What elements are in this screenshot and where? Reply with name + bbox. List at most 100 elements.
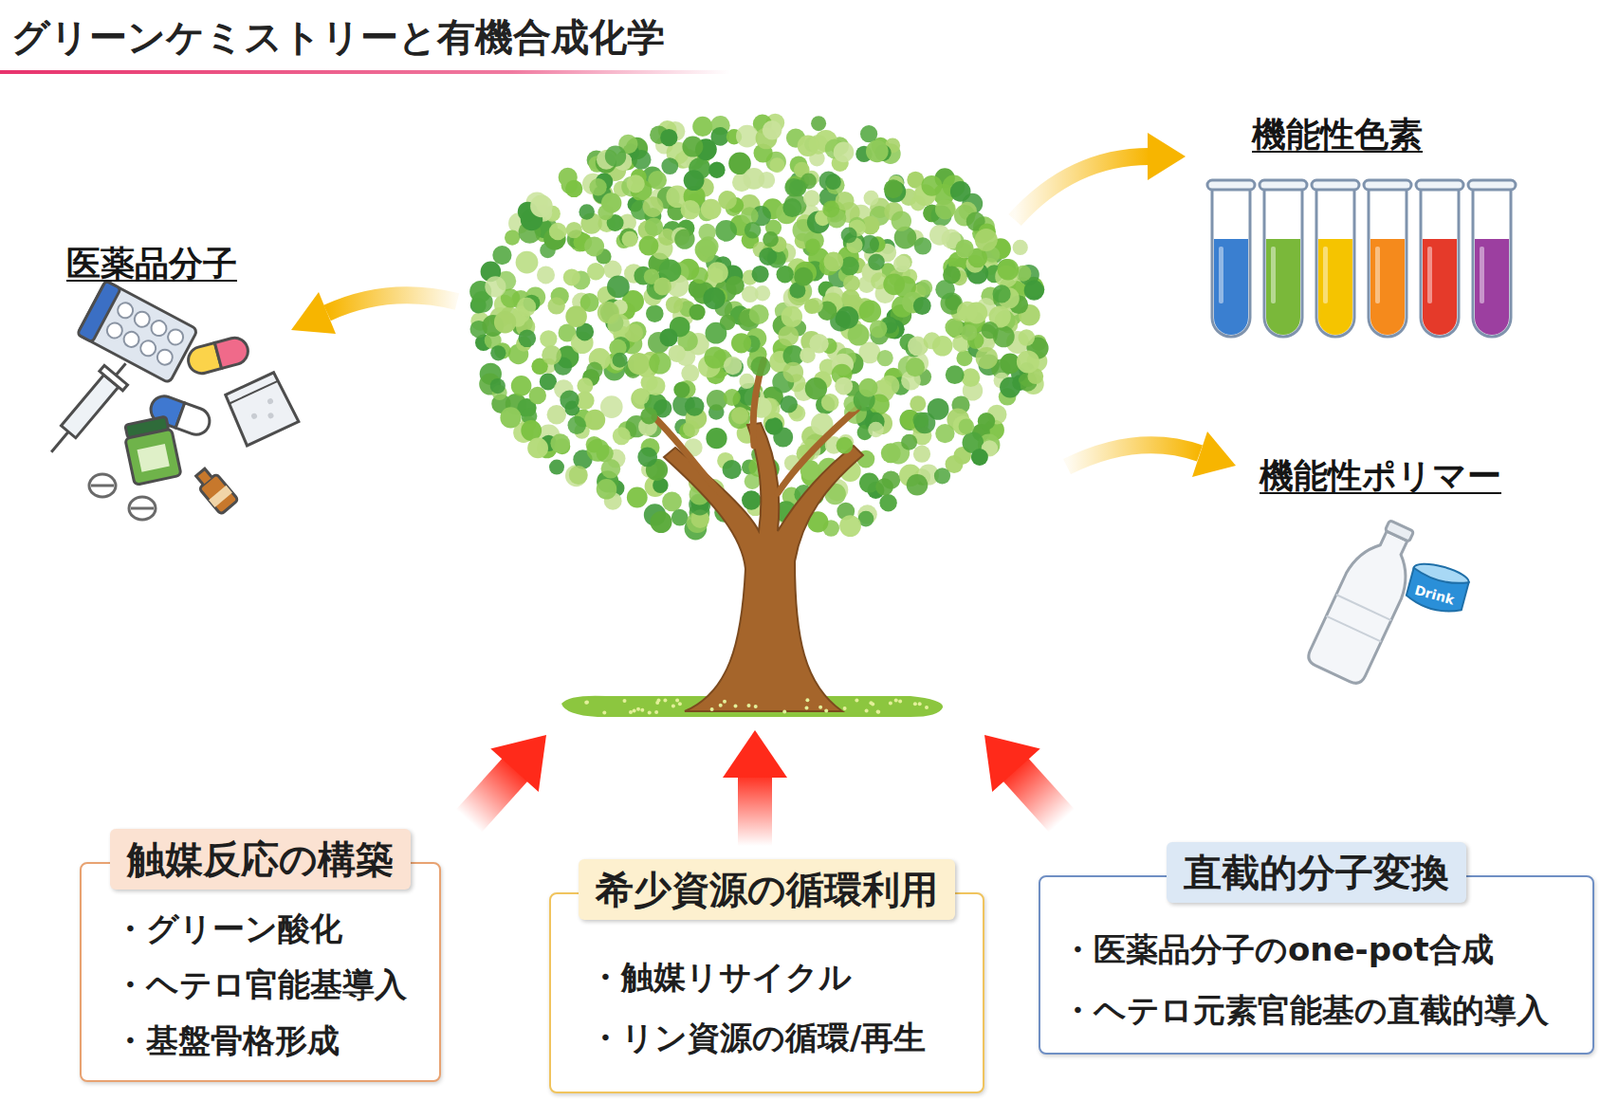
leaf — [776, 265, 794, 283]
leaf — [484, 275, 506, 297]
leaf — [860, 125, 878, 143]
ground-dot — [894, 698, 899, 703]
ground-dot — [913, 701, 918, 706]
leaf — [1012, 239, 1029, 256]
leaf — [893, 255, 911, 273]
leaf — [516, 297, 536, 317]
leaf — [680, 200, 701, 221]
leaf — [723, 388, 741, 406]
leaf — [671, 509, 689, 527]
tube-shine — [1375, 246, 1380, 304]
leaf — [587, 262, 605, 280]
leaf — [804, 298, 820, 314]
leaf — [735, 125, 759, 148]
test-tubes — [1207, 180, 1516, 337]
leaf — [981, 321, 999, 339]
ground-dot — [657, 698, 662, 703]
leaf — [499, 406, 521, 428]
bullet-text: ・医薬品分子のone-pot合成 — [1061, 919, 1572, 980]
leaf — [961, 367, 981, 387]
leaf — [586, 362, 603, 379]
leaf — [867, 422, 884, 439]
leaf — [875, 478, 894, 497]
leaf — [723, 356, 742, 375]
leaf — [684, 396, 705, 417]
leaf — [762, 120, 783, 141]
leaf — [879, 375, 900, 396]
leaf — [689, 304, 706, 321]
leaf — [626, 174, 645, 193]
leaf — [974, 228, 998, 252]
leaf — [683, 169, 705, 191]
output-arrows — [291, 132, 1236, 478]
ground-dot — [782, 709, 787, 714]
tube-liquid — [1213, 239, 1249, 335]
leaf — [565, 305, 588, 328]
leaf — [569, 465, 589, 485]
leaf — [977, 412, 995, 430]
leaf — [823, 251, 844, 272]
ground-dot — [805, 698, 810, 702]
leaf — [550, 433, 571, 454]
leaf — [650, 511, 673, 534]
leaf — [752, 265, 770, 283]
output-label: 機能性色素 — [1251, 111, 1423, 159]
ground-dot — [734, 703, 738, 708]
leaf — [975, 347, 998, 369]
leaf — [841, 289, 860, 308]
leaf — [662, 492, 682, 513]
leaf — [909, 395, 926, 412]
leaf — [565, 180, 583, 198]
tube-shine — [1270, 246, 1276, 304]
ground-dots — [584, 698, 929, 715]
leaf — [803, 189, 821, 207]
leaf — [741, 490, 761, 510]
leaf — [839, 514, 862, 537]
leaf — [997, 258, 1020, 281]
leaf — [778, 325, 800, 347]
tube-rim — [1416, 180, 1464, 190]
leaf — [660, 128, 678, 147]
bullet-text: ・基盤骨格形成 — [113, 1012, 419, 1069]
leaf — [705, 322, 728, 345]
ground-dot — [824, 709, 828, 714]
leaf — [529, 386, 547, 405]
leaf — [584, 236, 605, 257]
tube-shine — [1323, 246, 1328, 304]
leaf — [715, 220, 737, 242]
leaf — [882, 273, 905, 295]
leaf — [578, 203, 595, 221]
ground-dot — [876, 710, 881, 715]
leaf — [674, 228, 695, 249]
box-heading: 希少資源の循環利用 — [578, 859, 956, 920]
leaf — [731, 332, 752, 353]
leaf — [626, 487, 648, 509]
leaf — [536, 265, 555, 284]
tube-glass — [1264, 187, 1303, 337]
leaf — [913, 445, 931, 463]
leaf — [597, 204, 614, 221]
leaf — [793, 267, 813, 287]
leaf — [680, 364, 699, 383]
ground-dot — [623, 698, 627, 703]
leaf — [725, 275, 745, 295]
leaf — [809, 333, 828, 353]
ground-dot — [584, 700, 589, 705]
leaf — [530, 195, 553, 219]
leaf — [784, 178, 803, 197]
ground-dot — [675, 698, 680, 703]
leaf — [769, 157, 785, 173]
leaf — [859, 378, 879, 398]
ground-dot — [854, 698, 859, 702]
leaf — [645, 304, 664, 323]
leaf — [515, 251, 539, 275]
leaf — [539, 330, 557, 348]
leaf — [722, 459, 742, 479]
leaf — [906, 474, 929, 497]
leaf — [587, 439, 610, 462]
tube-liquid — [1422, 239, 1457, 335]
ground-dot — [662, 698, 667, 703]
leaf — [541, 345, 562, 366]
ground-dot — [710, 707, 715, 712]
leaf — [891, 210, 912, 231]
